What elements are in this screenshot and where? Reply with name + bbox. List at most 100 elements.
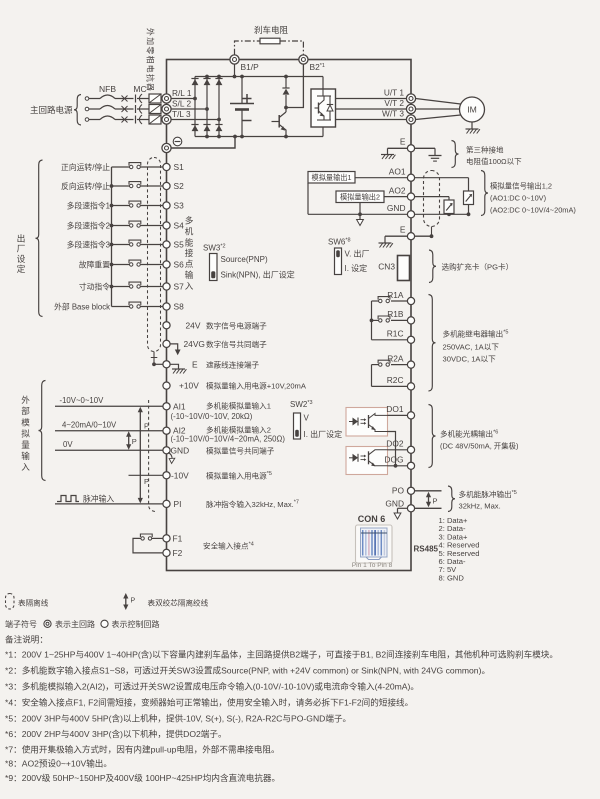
zero-v-label: 0V (63, 440, 73, 449)
note-1: *1：200V 1~25HP与400V 1~40HP(含)以下容量内建刹车晶体，… (5, 649, 558, 660)
junction-dot (84, 106, 90, 112)
terminal-po (406, 486, 416, 496)
wire-path (365, 556, 382, 560)
wire-path (428, 293, 436, 392)
arrowhead (191, 79, 199, 86)
junction-dot (205, 134, 209, 139)
junction-dot (163, 95, 170, 102)
terminal-ao1 (406, 173, 416, 182)
arrowhead (371, 426, 376, 431)
p-label-1: P (144, 421, 149, 430)
dc-minus-icon (172, 136, 183, 147)
component-box (211, 271, 216, 279)
junction-dot (193, 96, 197, 101)
control-circuit-symbol-icon (100, 619, 109, 628)
s2-desc-label: 反向运转/停止 (61, 181, 110, 191)
s1-desc-label: 正向运转/停止 (61, 162, 110, 172)
junction-dot (300, 56, 306, 63)
terminal-v-t2 (405, 103, 417, 115)
wire-path (415, 97, 461, 105)
terminal-pi (162, 499, 171, 509)
con6-label: CON 6 (358, 514, 386, 524)
pin-5-label: 5: Reserved (439, 549, 480, 558)
arrowhead (137, 406, 143, 413)
sw2-switch (292, 412, 302, 440)
arrowhead (215, 125, 223, 132)
wire-path (415, 114, 461, 121)
junction-dot (45, 621, 50, 626)
ao2-label: AO2 (389, 185, 406, 195)
junction-dot (109, 184, 114, 188)
p10-label: +10V (179, 381, 199, 391)
arrowhead (352, 453, 358, 462)
arrowhead (364, 421, 367, 425)
legend-main-circuit-label: 表示主回路 (55, 619, 95, 629)
pin-8-label: 8: GND (439, 573, 465, 582)
junction-dot (129, 183, 134, 189)
terminal-r1a (406, 296, 416, 306)
note-5: *5：200V 3HP与400V 5HP(含)以上机种，提供-10V, S(+)… (5, 713, 351, 724)
r-l1-label: R/L 1 (172, 88, 192, 98)
note-7: *7：使用开集极输入方式时，因有内建pull-up电阻，外部不需串接电阻。 (5, 744, 280, 755)
wire (182, 368, 187, 374)
wire-path (128, 259, 142, 264)
arrowhead (123, 604, 129, 610)
legend-twisted-label: 表双绞芯隔离绞线 (148, 598, 209, 608)
e3-desc-label: 遮蔽线连接端子 (206, 359, 260, 369)
wire-path (128, 181, 142, 185)
nfb-label: NFB (99, 84, 116, 94)
component-box (208, 252, 218, 282)
po-label: PO (392, 485, 405, 495)
wire-path (128, 301, 142, 306)
junction-dot (408, 106, 414, 112)
junction-dot (466, 212, 471, 217)
analog-signal-out-label-2: (AO1:DC 0~10V) (490, 194, 546, 203)
component-box (345, 445, 389, 476)
s2-label: S2 (174, 181, 185, 191)
junction-dot (163, 145, 170, 151)
wire-path (368, 412, 388, 419)
junction-dot (405, 114, 417, 125)
terminal-s4 (162, 221, 171, 230)
junction-dot (298, 54, 309, 65)
wire (121, 95, 128, 102)
junction-dot (369, 318, 374, 323)
analog-signal-out-label-1: 模拟量信号输出1,2 (490, 182, 552, 191)
junction-dot (140, 536, 145, 541)
multi-contact-input-label: 多机能接点输入 (185, 215, 194, 291)
twisted-pair-arrow-icon (137, 406, 143, 504)
wire (379, 242, 384, 248)
sw6-label: SW6*8 (328, 237, 351, 246)
terminal-s6 (162, 260, 171, 269)
terminal-ai1 (162, 402, 171, 411)
s1-label: S1 (174, 162, 185, 172)
junction-dot (136, 262, 141, 267)
opto-out-label-1: 多机能光耦输出*6 (440, 429, 498, 439)
terminal-s7 (162, 282, 171, 291)
wire (384, 154, 390, 160)
component-box (396, 254, 411, 282)
wire-path (428, 403, 436, 469)
terminal-minus10v (162, 471, 171, 480)
junction-dot (358, 212, 362, 217)
s4-label: S4 (174, 221, 185, 231)
analog-out1-tag: 模拟量输出1 (312, 173, 352, 182)
junction-dot (161, 103, 172, 115)
terminal-u-t1 (405, 93, 417, 104)
arrowhead (425, 501, 432, 508)
wire-path (57, 494, 79, 503)
b1p-label: B1/P (241, 62, 260, 72)
pin-2-label: 2: Data- (439, 524, 466, 533)
s8-label: S8 (174, 302, 185, 312)
terminal-10v-plus (162, 381, 171, 390)
s-l2-label: S/L 2 (172, 99, 191, 109)
wire-path (170, 343, 179, 350)
motor-label: IM (467, 105, 477, 115)
third-ground-label-2: 电阻值100Ω以下 (466, 156, 522, 166)
junction-dot (408, 116, 414, 123)
p24g-label: 24VG (184, 339, 205, 349)
opto-out-label-2: (DC 48V/50mA, 开集极) (440, 442, 518, 451)
s5-desc-label: 多段速指令3 (67, 239, 110, 249)
arrowhead (326, 103, 334, 112)
component-box (146, 156, 162, 353)
